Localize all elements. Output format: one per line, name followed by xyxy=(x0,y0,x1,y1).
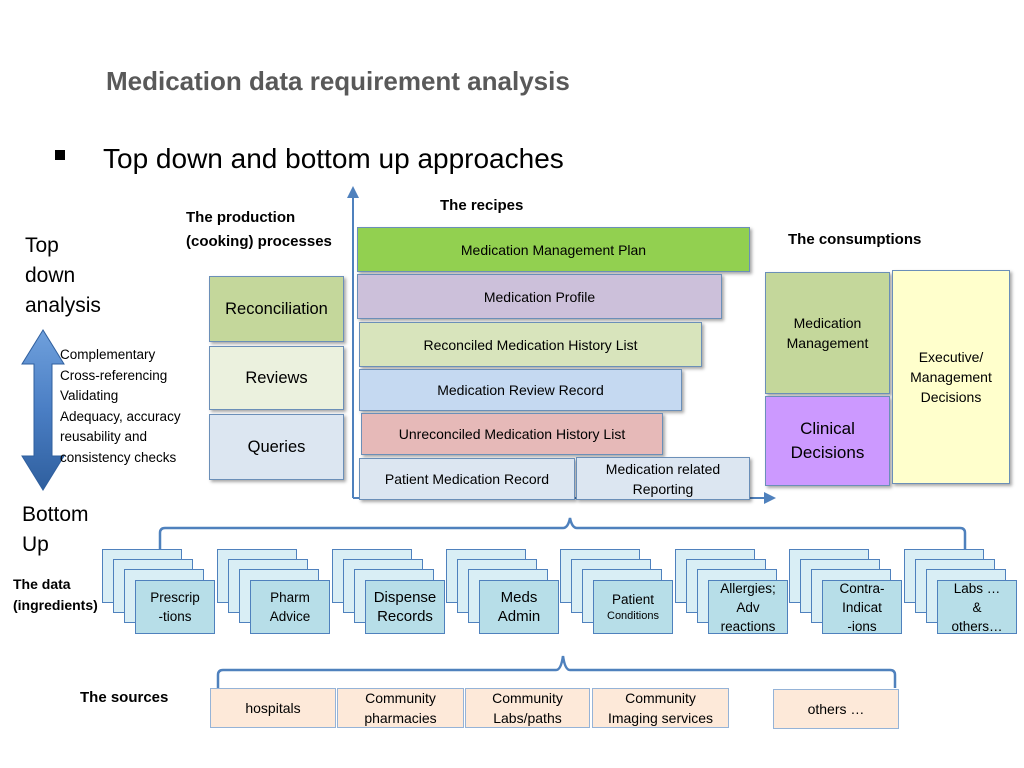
ingredient-line: Admin xyxy=(497,608,541,625)
top-down-label: Top down analysis xyxy=(25,231,101,321)
ingredient-line: reactions xyxy=(720,618,776,634)
ingredient-line: others… xyxy=(951,618,1003,634)
source-box: Community pharmacies xyxy=(337,688,464,728)
checks-item: consistency checks xyxy=(60,449,177,465)
consumption-line: Decisions xyxy=(920,389,982,405)
consumption-line: Management xyxy=(910,369,992,385)
ingredient-line: Labs … xyxy=(953,580,1001,596)
consumption-line: Executive/ xyxy=(918,349,984,365)
ingredient-line: Dispense xyxy=(373,589,437,606)
ingredient-line: Adv xyxy=(736,599,760,615)
source-box: others … xyxy=(773,689,899,729)
consumption-executive-decisions: Executive/ Management Decisions xyxy=(892,270,1010,484)
consumption-medication-management: Medication Management xyxy=(765,272,890,394)
source-box: hospitals xyxy=(210,688,336,728)
ingredient-line: Allergies; xyxy=(720,580,776,596)
production-label: The production (cooking) processes xyxy=(186,209,332,250)
bottom-up-line: Bottom xyxy=(22,503,89,526)
bullet-square-icon xyxy=(55,150,65,160)
source-line: hospitals xyxy=(245,700,301,716)
ingredient-line: Patient xyxy=(611,592,654,607)
consumption-line: Clinical xyxy=(800,419,855,438)
source-line: Labs/paths xyxy=(493,710,562,726)
bottom-up-line: Up xyxy=(22,533,49,556)
double-arrow-icon xyxy=(21,329,65,491)
bullet-text: Top down and bottom up approaches xyxy=(103,143,564,174)
recipe-medication-review-record: Medication Review Record xyxy=(359,369,682,411)
recipe-patient-medication-record: Patient Medication Record xyxy=(359,458,575,500)
source-line: Community xyxy=(365,690,436,706)
source-line: Community xyxy=(625,690,696,706)
reporting-line: Reporting xyxy=(632,480,694,497)
consumption-clinical-decisions: Clinical Decisions xyxy=(765,396,890,486)
source-line: Imaging services xyxy=(607,710,714,726)
process-queries: Queries xyxy=(209,414,344,480)
recipe-medication-management-plan: Medication Management Plan xyxy=(357,227,750,272)
checks-item: reusability and xyxy=(60,429,148,445)
ingredient-line: Contra- xyxy=(839,580,885,596)
data-label-line: (ingredients) xyxy=(13,597,98,613)
ingredients-bracket xyxy=(158,517,967,552)
slide-title: Medication data requirement analysis xyxy=(106,66,570,96)
recipe-unreconciled-history: Unreconciled Medication History List xyxy=(361,413,663,455)
ingredient-line: Pharm xyxy=(270,590,310,605)
ingredient-box: Labs … & others… xyxy=(937,580,1017,634)
reporting-line: Medication related xyxy=(605,460,721,477)
sources-label: The sources xyxy=(80,689,169,706)
bottom-up-label: Bottom Up xyxy=(22,500,89,560)
source-line: others … xyxy=(807,701,865,717)
ingredient-line: -ions xyxy=(847,618,877,634)
ingredient-line: Meds xyxy=(500,589,538,606)
ingredient-line: -tions xyxy=(158,609,192,624)
medication-reporting-box: Medication related Reporting xyxy=(576,457,750,500)
recipe-reconciled-history: Reconciled Medication History List xyxy=(359,322,702,367)
consumption-line: Medication xyxy=(793,315,862,331)
vertical-axis-arrow xyxy=(347,186,359,498)
recipe-medication-profile: Medication Profile xyxy=(357,274,722,319)
checks-item: Cross-referencing xyxy=(60,367,168,383)
process-reviews: Reviews xyxy=(209,346,344,410)
sources-bracket xyxy=(216,655,897,688)
recipes-label: The recipes xyxy=(440,197,524,214)
top-down-line: Top xyxy=(25,234,59,257)
ingredient-line: & xyxy=(972,599,982,615)
data-label-line: The data xyxy=(13,576,71,592)
consumptions-label: The consumptions xyxy=(788,231,922,248)
source-line: pharmacies xyxy=(364,710,437,726)
process-reconciliation: Reconciliation xyxy=(209,276,344,342)
ingredient-subline: Conditions xyxy=(607,610,659,622)
ingredient-box: Contra- Indicat -ions xyxy=(822,580,902,634)
checks-item: Validating xyxy=(60,388,119,404)
checks-item: Adequacy, accuracy xyxy=(60,408,181,424)
source-line: Community xyxy=(492,690,563,706)
ingredient-line: Records xyxy=(377,608,433,625)
consumption-line: Decisions xyxy=(790,443,865,462)
ingredient-box: Prescrip -tions xyxy=(135,580,215,634)
ingredient-line: Advice xyxy=(269,609,311,624)
ingredient-line: Indicat xyxy=(842,599,882,615)
checks-item: Complementary xyxy=(60,347,156,362)
consumption-line: Management xyxy=(786,335,869,351)
top-down-line: down xyxy=(25,264,76,287)
data-label: The data (ingredients) xyxy=(13,574,98,616)
ingredient-line: Prescrip xyxy=(150,590,200,605)
checks-list: Complementary Cross-referencing Validati… xyxy=(60,345,181,469)
top-down-line: analysis xyxy=(25,294,101,317)
ingredient-box: Allergies; Adv reactions xyxy=(708,580,788,634)
